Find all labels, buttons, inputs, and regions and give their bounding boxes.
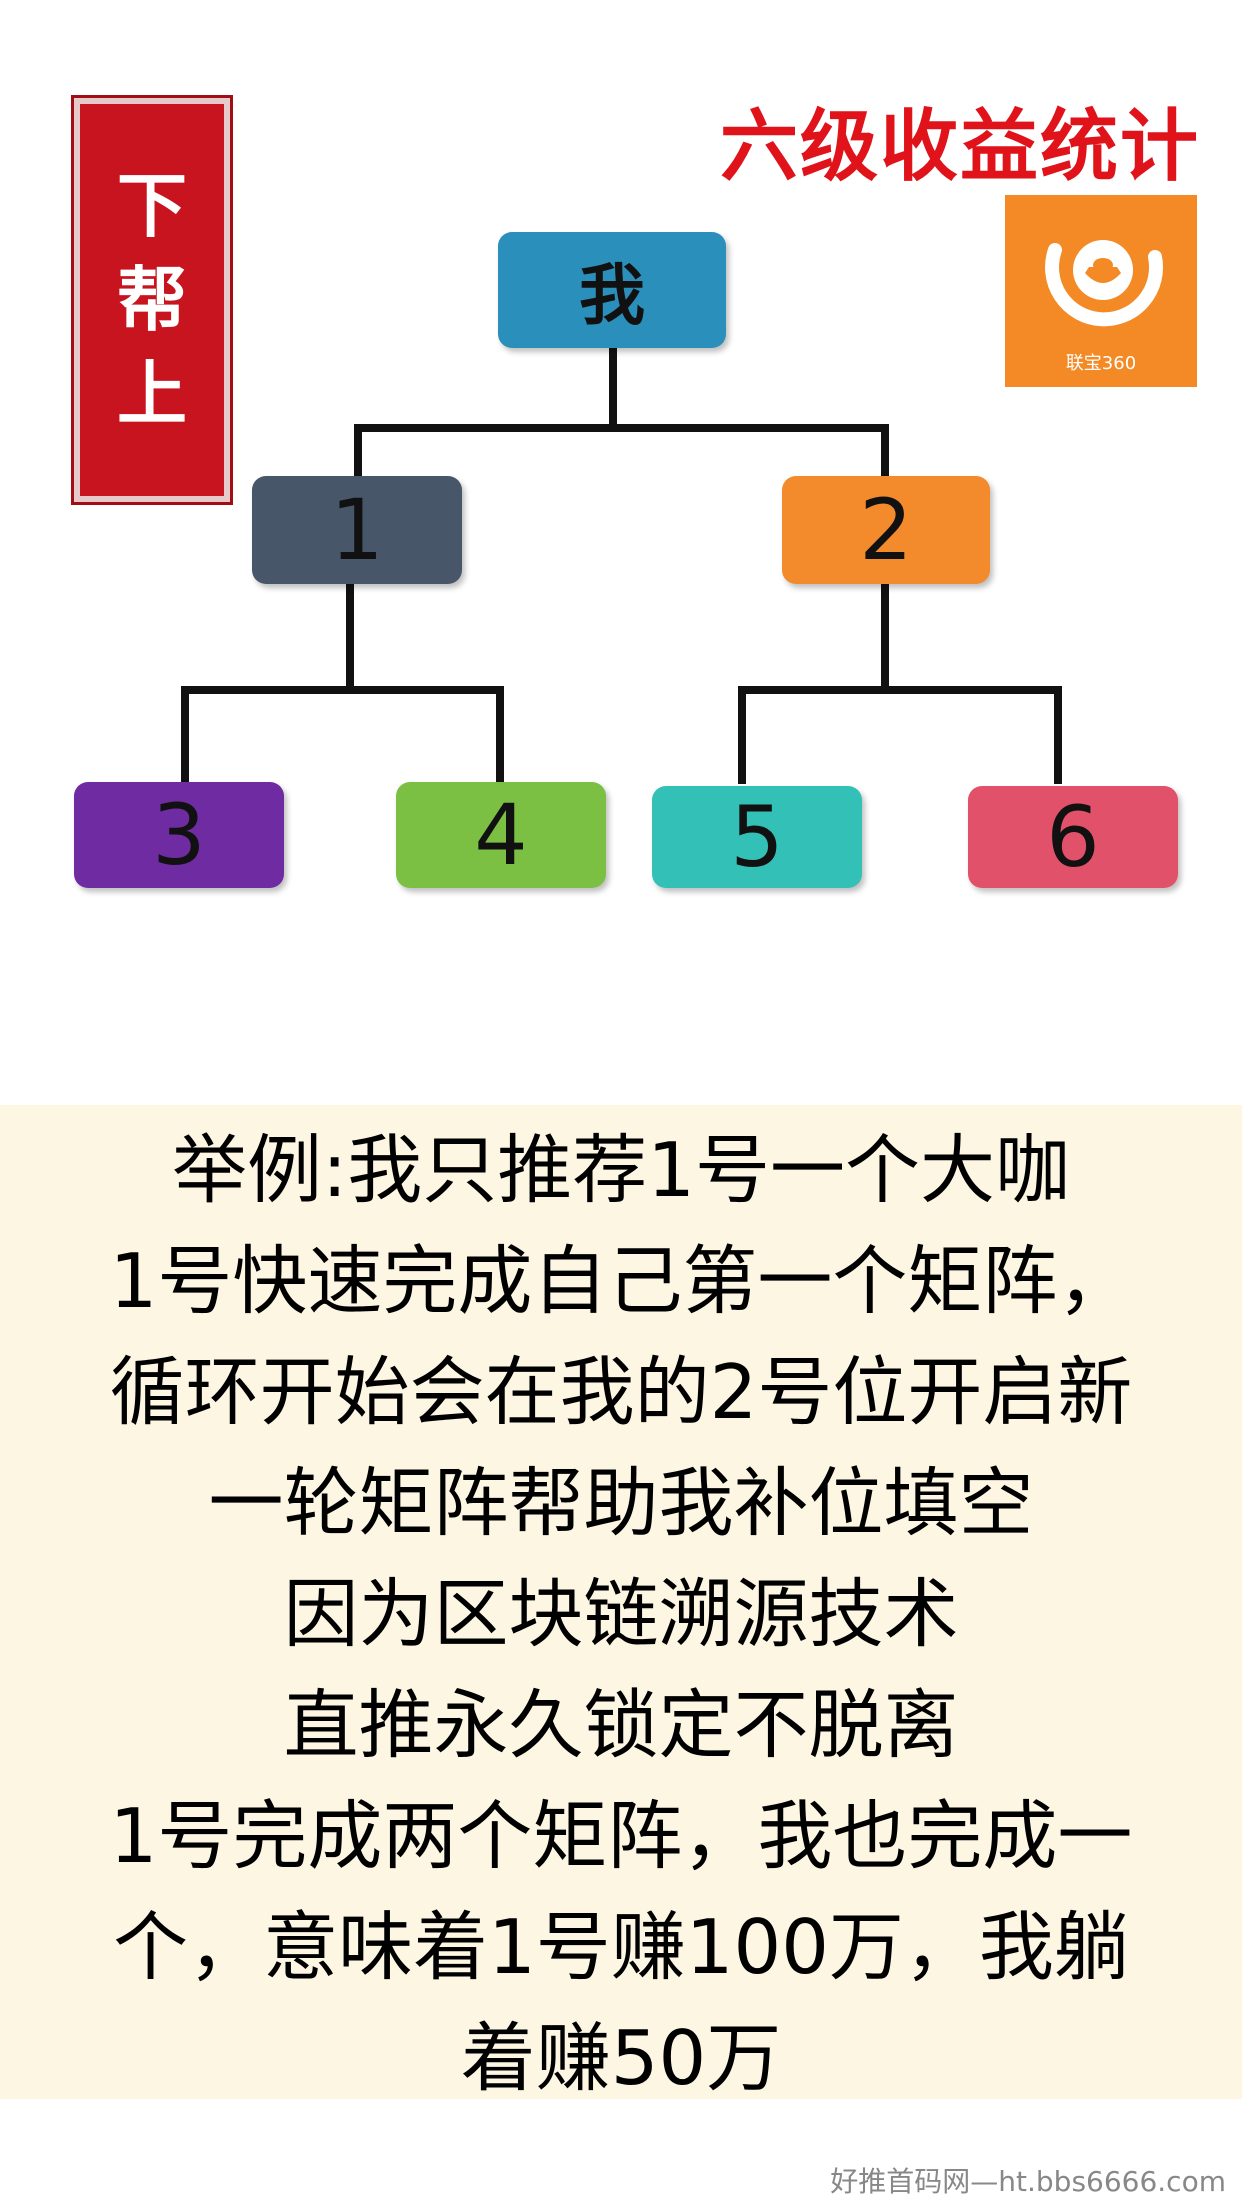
node-2: 2 xyxy=(782,476,990,584)
tree-connectors xyxy=(181,346,1062,784)
text-line-9: 着赚50万 xyxy=(460,2014,782,2102)
text-line-4: 一轮矩阵帮助我补位填空 xyxy=(208,1459,1034,1547)
logo-text: 联宝360 xyxy=(1065,353,1137,374)
ingot-icon xyxy=(1045,240,1164,327)
seal-char-1: 下 xyxy=(117,165,187,247)
explanation-panel: 举例:我只推荐1号一个大咖 1号快速完成自己第一个矩阵， 循环开始会在我的2号位… xyxy=(0,1105,1242,2102)
node-6: 6 xyxy=(968,786,1178,888)
text-line-2: 1号快速完成自己第一个矩阵， xyxy=(109,1237,1133,1325)
node-1: 1 xyxy=(252,476,462,584)
seal-char-2: 帮 xyxy=(117,259,187,341)
text-line-8: 个，意味着1号赚100万，我躺 xyxy=(113,1903,1129,1991)
node-root: 我 xyxy=(498,232,726,348)
text-line-6: 直推永久锁定不脱离 xyxy=(283,1681,959,1769)
text-line-1: 举例:我只推荐1号一个大咖 xyxy=(172,1126,1070,1214)
text-line-5: 因为区块链溯源技术 xyxy=(283,1570,959,1658)
node-5: 5 xyxy=(652,786,862,888)
app-logo: 联宝360 xyxy=(1005,195,1197,387)
node-3: 3 xyxy=(74,782,284,888)
seal-stamp: 下 帮 上 xyxy=(71,95,233,505)
seal-char-3: 上 xyxy=(117,353,187,435)
page-title: 六级收益统计 xyxy=(720,102,1201,192)
watermark: 好推首码网—ht.bbs6666.com xyxy=(830,2165,1226,2198)
node-4: 4 xyxy=(396,782,606,888)
text-line-7: 1号完成两个矩阵，我也完成一 xyxy=(109,1792,1133,1880)
text-line-3: 循环开始会在我的2号位开启新 xyxy=(109,1348,1133,1436)
